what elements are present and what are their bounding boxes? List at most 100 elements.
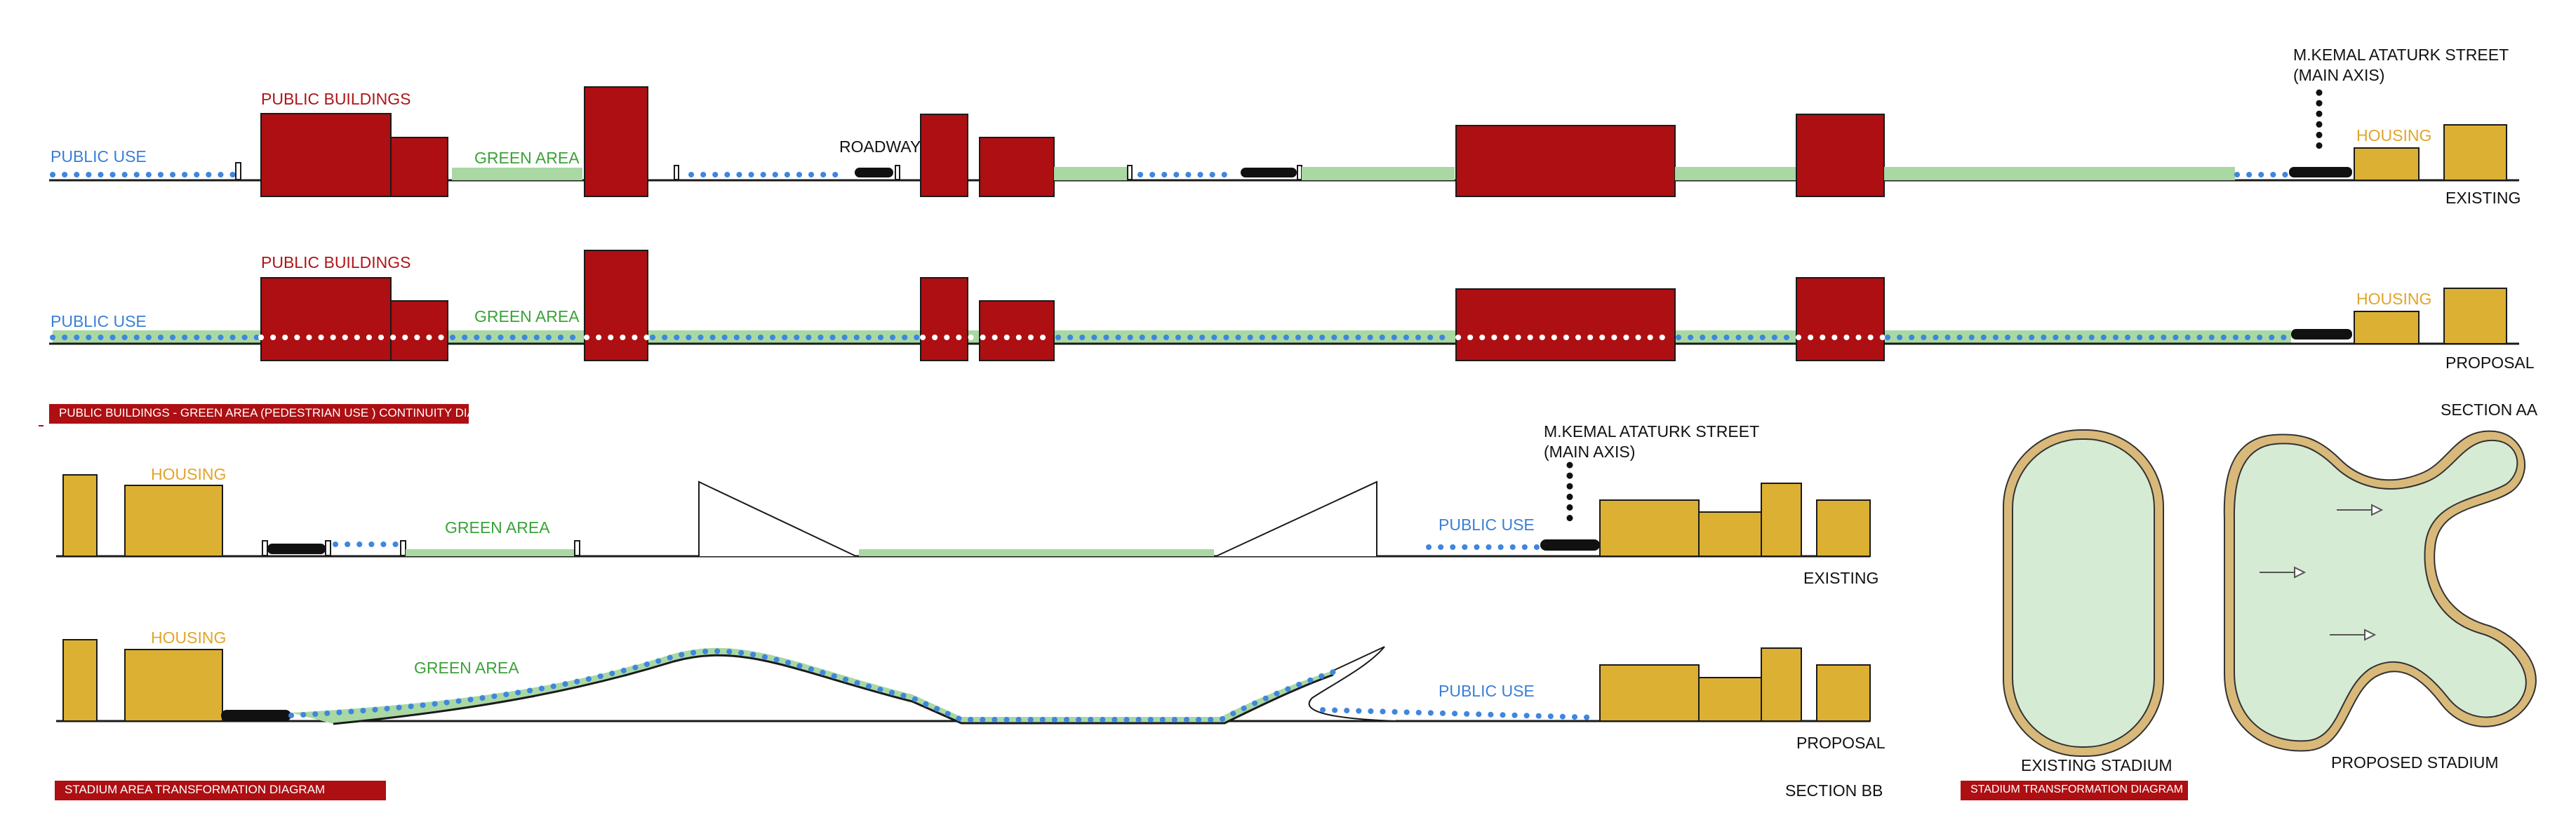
row3-existing-stadium-section: HOUSING GREEN AREA M.KEMAL ATATURK STREE… xyxy=(56,422,1878,587)
housing-block xyxy=(1816,664,1871,722)
stadium-plans: SECTION AA EXISTING STADIUM PROPOSED STA… xyxy=(2003,401,2538,774)
boundary-post xyxy=(574,540,580,556)
public-building xyxy=(584,86,648,197)
public-use-path xyxy=(288,648,1336,722)
housing-block xyxy=(1599,499,1700,557)
continuity-diagram-caption: PUBLIC BUILDINGS - GREEN AREA (PEDESTRIA… xyxy=(49,404,469,424)
existing-state-label: EXISTING xyxy=(2445,189,2521,207)
public-building xyxy=(1796,114,1885,197)
main-axis-sub-label: (MAIN AXIS) xyxy=(1544,443,1635,461)
stadium-stand-remnant xyxy=(1308,646,1397,722)
boundary-post xyxy=(1297,165,1302,180)
housing-label: HOUSING xyxy=(151,465,226,483)
public-building xyxy=(1455,125,1676,197)
main-axis-street-label: M.KEMAL ATATURK STREET xyxy=(1544,422,1759,440)
main-axis-street xyxy=(2291,329,2352,339)
roadway xyxy=(855,168,893,177)
boundary-post xyxy=(895,165,900,180)
green-area-label: GREEN AREA xyxy=(414,659,519,677)
row4-proposal-stadium-section: HOUSING GREEN AREA PUBLIC USE PROPOSAL S… xyxy=(56,628,1886,800)
public-building xyxy=(979,300,1055,361)
housing-label: HOUSING xyxy=(2356,290,2431,308)
public-building xyxy=(390,300,448,361)
housing-block xyxy=(1816,499,1871,557)
housing-block xyxy=(1698,511,1762,557)
housing-block xyxy=(1698,677,1762,722)
public-use-label: PUBLIC USE xyxy=(51,312,147,330)
proposed-stadium-label: PROPOSED STADIUM xyxy=(2331,753,2499,772)
public-building xyxy=(260,113,392,197)
housing-block xyxy=(1599,664,1700,722)
housing-block xyxy=(2443,288,2507,344)
main-axis-street xyxy=(1540,539,1600,551)
roadway xyxy=(1241,168,1297,177)
proposal-state-label: PROPOSAL xyxy=(1796,734,1886,752)
green-area-label: GREEN AREA xyxy=(445,518,550,537)
arrow-icon xyxy=(2330,628,2377,641)
main-axis-street-label: M.KEMAL ATATURK STREET xyxy=(2293,46,2509,64)
housing-block xyxy=(1761,647,1802,722)
public-building xyxy=(920,114,968,197)
main-axis-street xyxy=(2289,167,2352,177)
green-area-strip xyxy=(406,549,574,556)
public-building xyxy=(390,137,448,197)
green-area-label: GREEN AREA xyxy=(474,149,580,167)
green-area-strip xyxy=(1054,167,1128,180)
existing-stadium-label: EXISTING STADIUM xyxy=(2021,756,2173,774)
green-area-strip xyxy=(452,168,582,180)
housing-block xyxy=(2354,147,2420,181)
public-building xyxy=(1796,277,1885,361)
arrow-icon xyxy=(2260,566,2307,579)
public-building xyxy=(260,277,392,361)
green-area-strip xyxy=(1884,167,2235,180)
boundary-post xyxy=(262,540,268,556)
public-buildings-label: PUBLIC BUILDINGS xyxy=(261,90,411,108)
main-axis-sub-label: (MAIN AXIS) xyxy=(2293,66,2384,84)
arrow-icon xyxy=(2337,504,2384,516)
public-buildings-label: PUBLIC BUILDINGS xyxy=(261,253,411,271)
housing-block xyxy=(124,649,223,722)
boundary-post xyxy=(325,540,331,556)
housing-block xyxy=(1761,483,1802,557)
boundary-post xyxy=(1127,165,1133,180)
housing-label: HOUSING xyxy=(2356,126,2431,144)
boundary-post xyxy=(400,540,406,556)
roadway xyxy=(221,710,291,721)
roadway xyxy=(267,544,326,554)
public-building xyxy=(584,250,648,361)
stadium-stand-left xyxy=(698,480,857,557)
existing-state-label: EXISTING xyxy=(1803,569,1878,587)
proposed-stadium-field xyxy=(2233,439,2527,742)
existing-stadium-field xyxy=(2012,438,2155,748)
row2-proposal-section: PUBLIC USE PUBLIC BUILDINGS GREEN AREA H… xyxy=(49,250,2535,372)
public-building xyxy=(1455,288,1676,361)
section-aa-label: SECTION AA xyxy=(2441,401,2538,419)
boundary-post xyxy=(235,162,241,180)
proposal-state-label: PROPOSAL xyxy=(2445,354,2535,372)
housing-block xyxy=(62,474,98,557)
public-building xyxy=(979,137,1055,197)
housing-block xyxy=(124,485,223,557)
public-building xyxy=(920,277,968,361)
roadway-label: ROADWAY xyxy=(839,137,921,156)
public-use-path xyxy=(1320,707,1599,720)
section-bb-label: SECTION BB xyxy=(1785,781,1883,800)
green-area-strip xyxy=(1302,167,1455,180)
stadium-pitch xyxy=(859,549,1214,556)
boundary-post xyxy=(674,165,679,180)
stadium-transformation-caption: STADIUM TRANSFORMATION DIAGRAM xyxy=(1961,781,2188,800)
public-use-label: PUBLIC USE xyxy=(1439,516,1535,534)
stadium-area-caption: STADIUM AREA TRANSFORMATION DIAGRAM xyxy=(55,781,386,800)
public-use-label: PUBLIC USE xyxy=(51,147,147,166)
housing-block xyxy=(62,639,98,722)
row1-existing-section: PUBLIC USE PUBLIC BUILDINGS GREEN AREA R… xyxy=(49,46,2521,207)
housing-block xyxy=(2354,311,2420,344)
green-area-strip xyxy=(1675,167,1796,180)
green-area-label: GREEN AREA xyxy=(474,307,580,325)
housing-label: HOUSING xyxy=(151,628,226,647)
housing-block xyxy=(2443,124,2507,181)
stadium-stand-right xyxy=(1215,480,1377,557)
public-use-label: PUBLIC USE xyxy=(1439,682,1535,700)
landform-edge xyxy=(333,654,1334,725)
